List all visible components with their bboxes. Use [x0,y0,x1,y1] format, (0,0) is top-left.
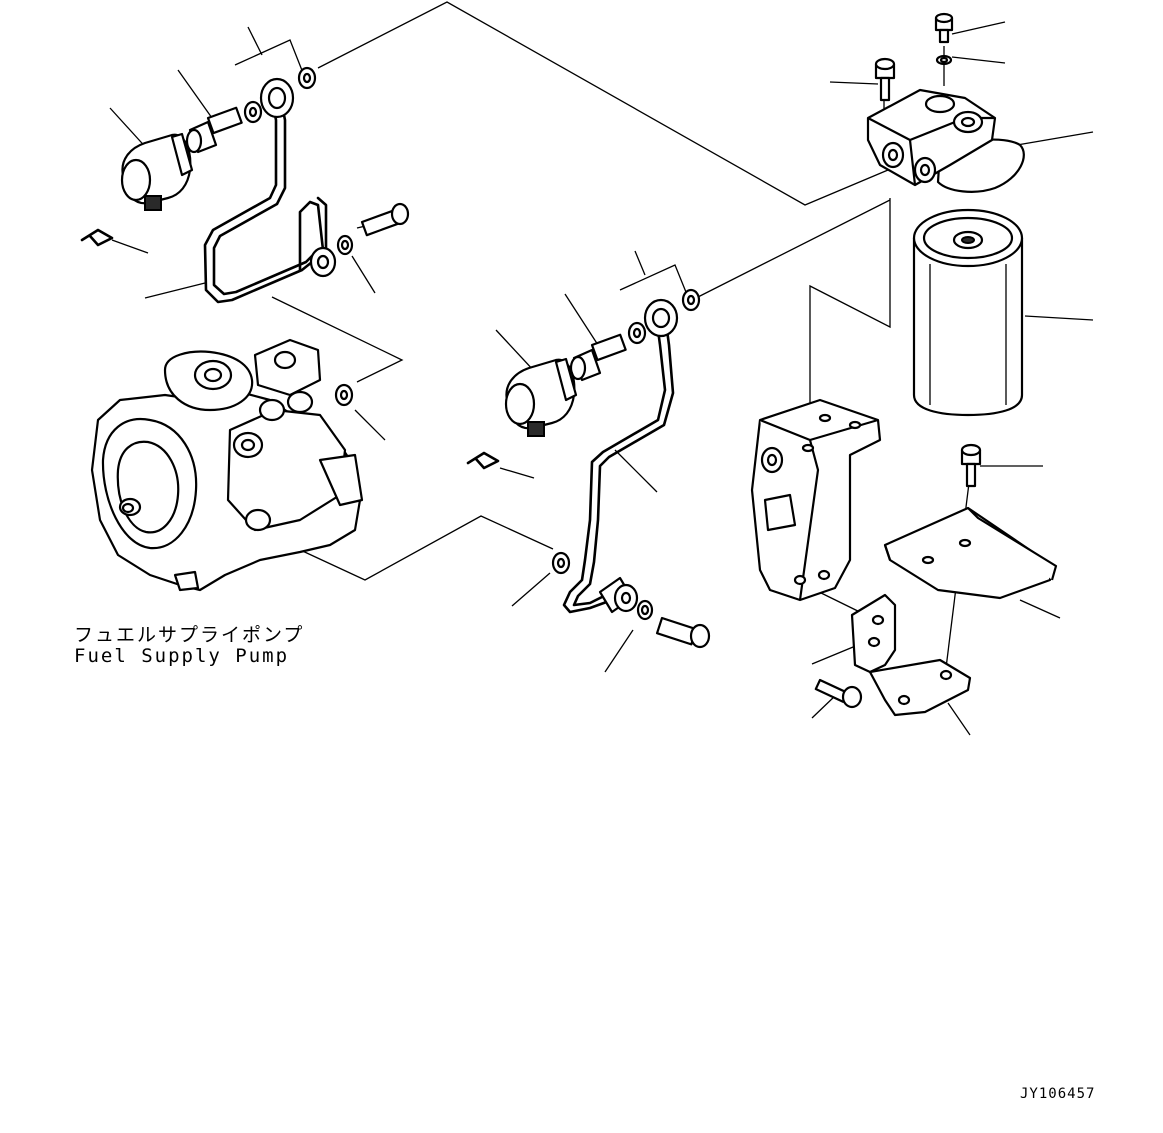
l-bracket [850,593,972,717]
fuel-supply-pump [90,338,364,592]
leader-lines [109,21,1094,736]
fuel-filter-cap-center [504,357,578,437]
washer-top-left [297,66,317,90]
fuel-filter-cap-left [120,132,194,211]
reference-code: JY106457 [1020,1086,1096,1102]
caption-japanese: フュエルサプライポンプ [74,624,305,646]
bolt-filter-head-top [934,12,954,44]
washer-left-4 [334,383,354,407]
shield-plate [883,506,1058,600]
mounting-bracket [750,398,882,602]
fuel-filter-cartridge [912,208,1024,417]
bolt-l-bracket [814,678,863,709]
washer-center-2 [627,321,647,345]
bolt-filter-head-side [874,57,896,102]
washer-center-3 [551,551,571,575]
washer-center-1 [681,288,701,312]
hollow-bolt-center-small [655,616,711,649]
fuel-tube-lower [562,298,679,614]
washer-left-3 [336,234,354,256]
fuel-tube-upper [203,77,337,304]
washer-left-2 [243,100,263,124]
clip-center [466,451,500,470]
filter-head [866,88,1025,193]
hollow-bolt-left-small [360,202,410,237]
washer-filter-head [935,54,953,66]
bolt-shield-plate [960,443,982,488]
banjo-bolt-center [569,333,627,382]
banjo-bolt-left [185,106,243,154]
washer-center-4 [636,599,654,621]
clip-left [80,228,114,247]
caption-english: Fuel Supply Pump [74,645,290,667]
